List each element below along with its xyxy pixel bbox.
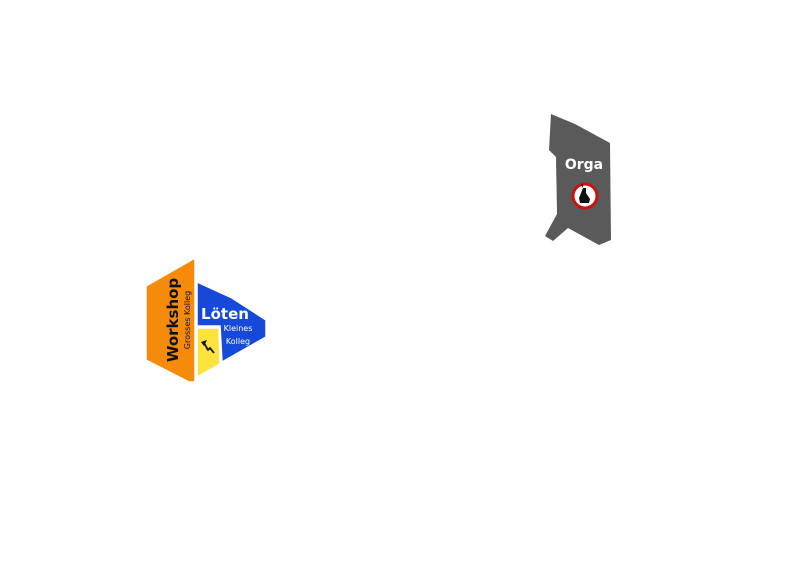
room-small-shape	[196, 327, 221, 379]
room-loeten-shape	[196, 280, 267, 364]
room-loeten[interactable]: Löten Kleines Kolleg	[196, 280, 267, 364]
room-workshop[interactable]: Workshop Grosses Kolleg	[145, 256, 196, 383]
room-workshop-title: Workshop	[164, 278, 182, 363]
room-workshop-subtitle: Grosses Kolleg	[183, 291, 192, 349]
rabbit-sign-icon	[571, 182, 599, 210]
room-small[interactable]	[196, 327, 221, 379]
room-workshop-shape	[145, 256, 196, 383]
room-loeten-subtitle-1: Kleines	[224, 324, 253, 333]
arrow-icon	[201, 340, 215, 354]
room-loeten-title: Löten	[201, 305, 249, 323]
room-orga-title: Orga	[565, 157, 603, 173]
room-orga[interactable]: Orga	[545, 114, 611, 245]
room-orga-shape	[545, 114, 611, 245]
room-loeten-subtitle-2: Kolleg	[226, 337, 250, 346]
